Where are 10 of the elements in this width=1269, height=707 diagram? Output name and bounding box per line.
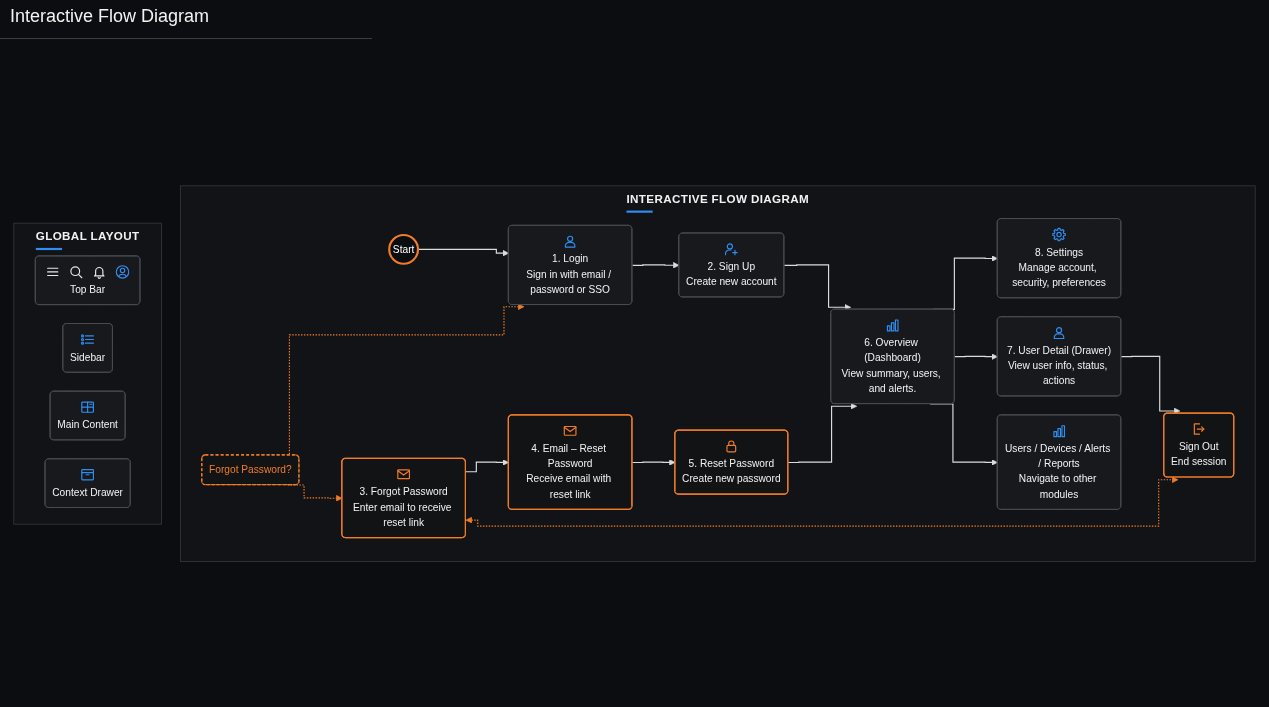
- node-circle: Start: [388, 234, 420, 266]
- arrow: [465, 476, 1179, 527]
- arrow: [465, 459, 509, 473]
- arrow: [954, 353, 998, 361]
- arrow: [631, 262, 680, 269]
- arrow: [1120, 356, 1181, 415]
- page-title: Interactive Flow Diagram: [10, 6, 210, 27]
- arrow: [417, 249, 510, 257]
- arrow: [783, 264, 852, 311]
- arrow: [787, 403, 858, 464]
